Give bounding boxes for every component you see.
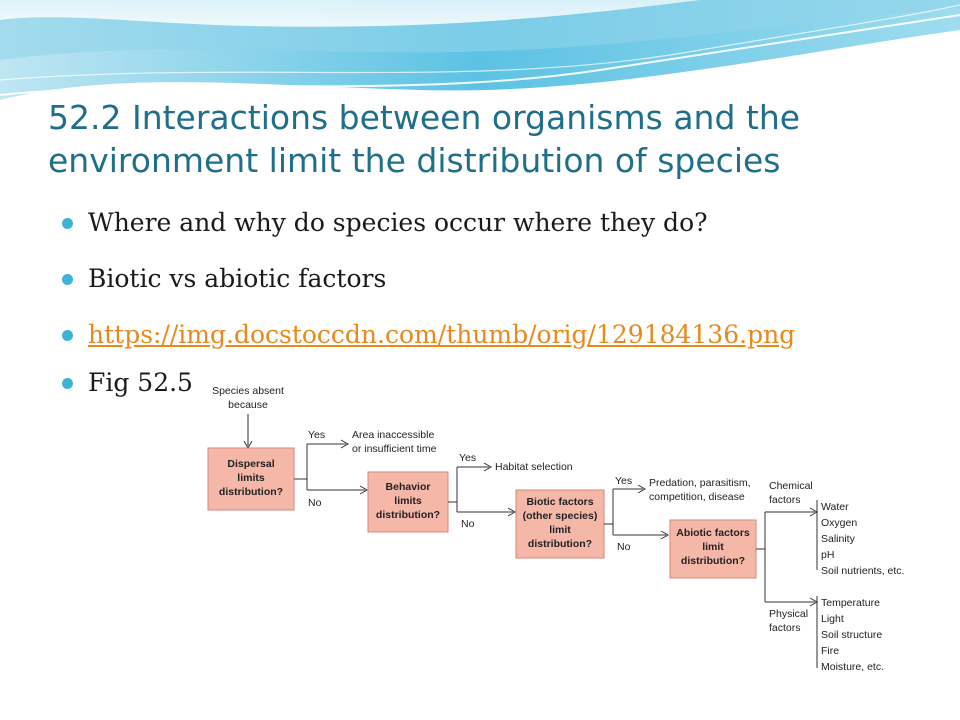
no-label: No <box>461 518 475 530</box>
flowchart-diagram: Species absent because Dispersal limits … <box>203 378 913 678</box>
box-text: limits <box>237 472 265 484</box>
bullet-item: Where and why do species occur where the… <box>62 208 922 238</box>
bullet-list: Where and why do species occur where the… <box>62 208 922 424</box>
dispersal-box <box>207 447 295 511</box>
behavior-box <box>367 471 449 533</box>
box-text: limit <box>702 541 724 553</box>
bullet-item: Fig 52.5 <box>62 368 922 398</box>
biotic-box <box>515 489 605 559</box>
outcome-text: Habitat selection <box>495 461 573 473</box>
physical-item: Moisture, etc. <box>821 661 884 673</box>
no-label: No <box>308 497 322 509</box>
chemical-label: factors <box>769 494 801 506</box>
yes-label: Yes <box>615 475 632 487</box>
outcome-text: competition, disease <box>649 491 745 503</box>
arrowhead-icon <box>359 485 369 495</box>
box-text: Dispersal <box>227 458 274 470</box>
box-text: limits <box>394 495 422 507</box>
outcome-text: Area inaccessible <box>352 429 434 441</box>
physical-item: Temperature <box>821 597 880 609</box>
physical-label: Physical <box>769 608 808 620</box>
bullet-dot-icon <box>62 330 73 341</box>
outcome-text: or insufficient time <box>352 443 437 455</box>
slide-title-line-2: environment limit the distribution of sp… <box>48 141 781 180</box>
image-link[interactable]: https://img.docstoccdn.com/thumb/orig/12… <box>88 320 796 349</box>
chemical-item: Salinity <box>821 533 856 545</box>
box-text: (other species) <box>523 510 598 522</box>
arrowhead-icon <box>340 439 350 449</box>
arrowhead-icon <box>637 484 647 494</box>
box-text: distribution? <box>376 509 440 521</box>
slide-title: 52.2 Interactions between organisms and … <box>48 96 928 182</box>
chemical-item: Oxygen <box>821 517 857 529</box>
box-text: distribution? <box>219 486 283 498</box>
bullet-text: Where and why do species occur where the… <box>88 208 708 237</box>
bullet-text: Fig 52.5 <box>88 368 193 397</box>
yes-label: Yes <box>308 429 325 441</box>
chemical-item: Soil nutrients, etc. <box>821 565 904 577</box>
abiotic-box <box>669 519 757 579</box>
chemical-label: Chemical <box>769 480 813 492</box>
box-text: distribution? <box>681 555 745 567</box>
box-text: Abiotic factors <box>676 527 750 539</box>
yes-label: Yes <box>459 452 476 464</box>
chemical-item: pH <box>821 549 834 561</box>
physical-item: Light <box>821 613 844 625</box>
chemical-item: Water <box>821 501 849 513</box>
wave-banner <box>0 0 960 100</box>
bullet-dot-icon <box>62 218 73 229</box>
bullet-item: Biotic vs abiotic factors <box>62 264 922 294</box>
box-text: Behavior <box>386 481 431 493</box>
bullet-text: Biotic vs abiotic factors <box>88 264 387 293</box>
arrowhead-icon <box>660 530 670 540</box>
start-label: because <box>228 399 268 411</box>
outcome-text: Predation, parasitism, <box>649 477 751 489</box>
physical-item: Soil structure <box>821 629 882 641</box>
bullet-dot-icon <box>62 378 73 389</box>
bullet-item: https://img.docstoccdn.com/thumb/orig/12… <box>62 320 922 350</box>
slide-title-line-1: 52.2 Interactions between organisms and … <box>48 98 801 137</box>
box-text: distribution? <box>528 538 592 550</box>
box-text: Biotic factors <box>526 496 593 508</box>
bullet-dot-icon <box>62 274 73 285</box>
physical-label: factors <box>769 622 801 634</box>
no-label: No <box>617 541 631 553</box>
start-label: Species absent <box>212 385 284 397</box>
physical-item: Fire <box>821 645 839 657</box>
arrowhead-icon <box>507 507 517 517</box>
box-text: limit <box>549 524 571 536</box>
arrowhead-icon <box>483 462 493 472</box>
